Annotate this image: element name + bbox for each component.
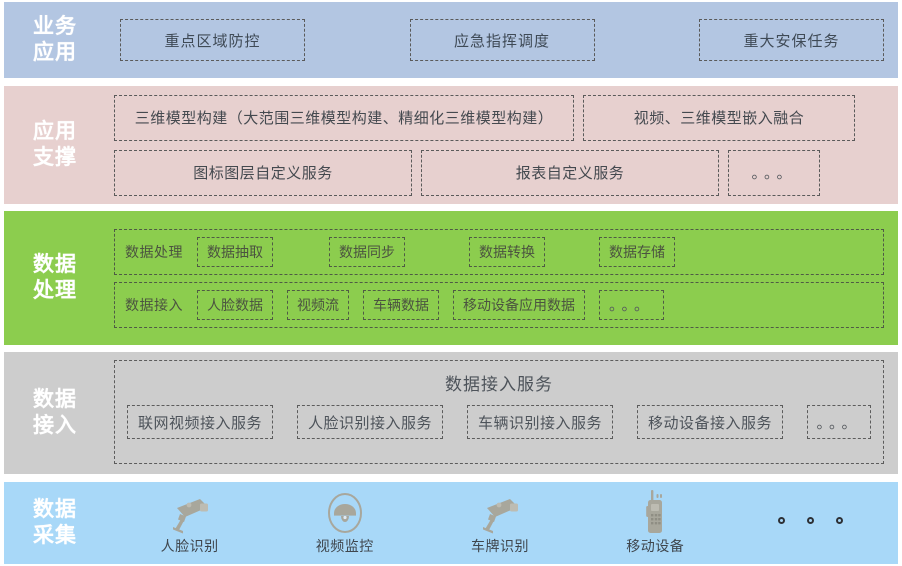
layer-data-collection: 数据 采集 人脸识别 [4, 482, 898, 564]
business-box-emergency-command[interactable]: 应急指挥调度 [409, 19, 595, 61]
layer-data-access: 数据 接入 数据接入服务 联网视频接入服务 人脸识别接入服务 车辆识别接入服务 … [4, 352, 898, 474]
data-access-chip-face-recognition[interactable]: 人脸识别接入服务 [297, 405, 444, 439]
app-support-box-video-3d-fusion[interactable]: 视频、三维模型嵌入融合 [583, 94, 855, 141]
app-support-row-2: 图标图层自定义服务 报表自定义服务 。。。 [114, 149, 884, 196]
data-access-chip-vehicle-recognition[interactable]: 车辆识别接入服务 [467, 405, 614, 439]
data-processing-chip-transform[interactable]: 数据转换 [469, 236, 545, 267]
hollow-dot-icon [777, 516, 785, 524]
hollow-dot-icon [835, 516, 843, 524]
data-access-chip-mobile-device[interactable]: 移动设备接入服务 [637, 405, 784, 439]
collect-item-video-surveillance[interactable]: 视频监控 [267, 490, 422, 556]
layer-label-line2: 支撑 [33, 146, 77, 169]
data-ingest-chip-vehicle-data[interactable]: 车辆数据 [363, 289, 439, 320]
layer-label-application-support: 应用 支撑 [4, 86, 106, 204]
data-ingest-chip-more[interactable]: 。。。 [599, 289, 665, 320]
collect-item-label: 人脸识别 [160, 538, 219, 554]
layer-label-data-collection: 数据 采集 [4, 482, 106, 564]
data-access-chip-networked-video[interactable]: 联网视频接入服务 [127, 405, 274, 439]
layer-application-support: 应用 支撑 三维模型构建（大范围三维模型构建、精细化三维模型构建） 视频、三维模… [4, 86, 898, 204]
layer-label-line2: 接入 [33, 414, 77, 437]
collect-item-label: 视频监控 [315, 538, 374, 554]
layer-label-line2: 处理 [33, 279, 77, 302]
app-support-row-1: 三维模型构建（大范围三维模型构建、精细化三维模型构建） 视频、三维模型嵌入融合 [114, 94, 884, 141]
data-ingest-chip-mobile-app-data[interactable]: 移动设备应用数据 [453, 289, 585, 320]
collect-item-mobile-device[interactable]: 移动设备 [578, 490, 733, 556]
data-access-service-group: 数据接入服务 联网视频接入服务 人脸识别接入服务 车辆识别接入服务 移动设备接入… [114, 360, 884, 464]
layer-label-data-processing: 数据 处理 [4, 211, 106, 345]
app-support-box-report-custom-service[interactable]: 报表自定义服务 [421, 149, 719, 196]
data-processing-chip-sync[interactable]: 数据同步 [329, 236, 405, 267]
cctv-bullet-camera-icon [167, 490, 213, 534]
layer-body-business-application: 重点区域防控 应急指挥调度 重大安保任务 [106, 2, 898, 78]
data-ingest-group-lead: 数据接入 [125, 296, 183, 313]
business-box-key-area-control[interactable]: 重点区域防控 [120, 19, 305, 61]
layer-label-line1: 数据 [33, 498, 77, 522]
app-support-box-icon-layer-custom-service[interactable]: 图标图层自定义服务 [114, 149, 412, 196]
layer-label-line1: 应用 [33, 120, 77, 144]
app-support-box-more[interactable]: 。。。 [728, 149, 820, 196]
data-processing-chip-extract[interactable]: 数据抽取 [197, 236, 273, 267]
data-access-chip-row: 联网视频接入服务 人脸识别接入服务 车辆识别接入服务 移动设备接入服务 。。。 [127, 405, 871, 439]
data-ingest-chip-video-stream[interactable]: 视频流 [287, 289, 349, 320]
data-processing-chip-storage[interactable]: 数据存储 [599, 236, 675, 267]
ellipsis-dots-label: 。。。 [751, 165, 797, 182]
data-access-chip-more[interactable]: 。。。 [807, 405, 871, 439]
collect-more-indicator [733, 516, 888, 530]
layer-body-data-processing: 数据处理 数据抽取 数据同步 数据转换 数据存储 数据接入 人脸数据 视频流 车… [106, 211, 898, 345]
data-ingest-group: 数据接入 人脸数据 视频流 车辆数据 移动设备应用数据 。。。 [114, 281, 884, 328]
layer-label-line1: 业务 [33, 15, 77, 39]
cctv-bullet-camera-icon [477, 490, 523, 534]
layer-body-application-support: 三维模型构建（大范围三维模型构建、精细化三维模型构建） 视频、三维模型嵌入融合 … [106, 86, 898, 204]
data-processing-group-lead: 数据处理 [125, 243, 183, 260]
ellipsis-dots-label: 。。。 [609, 297, 655, 314]
layer-label-line2: 应用 [33, 41, 77, 64]
layer-body-data-access: 数据接入服务 联网视频接入服务 人脸识别接入服务 车辆识别接入服务 移动设备接入… [106, 352, 898, 474]
data-processing-group: 数据处理 数据抽取 数据同步 数据转换 数据存储 [114, 228, 884, 275]
walkie-talkie-icon [638, 490, 672, 534]
data-access-service-title: 数据接入服务 [445, 375, 553, 394]
layer-business-application: 业务 应用 重点区域防控 应急指挥调度 重大安保任务 [4, 2, 898, 78]
layer-label-business-application: 业务 应用 [4, 2, 106, 78]
data-ingest-chip-face-data[interactable]: 人脸数据 [197, 289, 273, 320]
collect-item-label: 移动设备 [626, 538, 685, 554]
hollow-dot-icon [806, 516, 814, 524]
collect-item-face-recognition[interactable]: 人脸识别 [112, 490, 267, 556]
layer-label-line2: 采集 [33, 524, 77, 547]
collect-item-label: 车牌识别 [471, 538, 529, 554]
layer-label-line1: 数据 [33, 253, 77, 277]
layer-label-data-access: 数据 接入 [4, 352, 106, 474]
layer-data-processing: 数据 处理 数据处理 数据抽取 数据同步 数据转换 数据存储 数据接入 人脸数据… [4, 211, 898, 345]
ellipsis-dots-label: 。。。 [816, 414, 862, 432]
app-support-box-3d-model-build[interactable]: 三维模型构建（大范围三维模型构建、精细化三维模型构建） [114, 94, 574, 141]
layer-body-data-collection: 人脸识别 视频监控 [106, 482, 898, 564]
layer-label-line1: 数据 [33, 388, 77, 412]
business-box-major-security-task[interactable]: 重大安保任务 [699, 19, 884, 61]
collect-item-license-plate-recognition[interactable]: 车牌识别 [422, 490, 577, 556]
dome-camera-icon [323, 490, 367, 534]
